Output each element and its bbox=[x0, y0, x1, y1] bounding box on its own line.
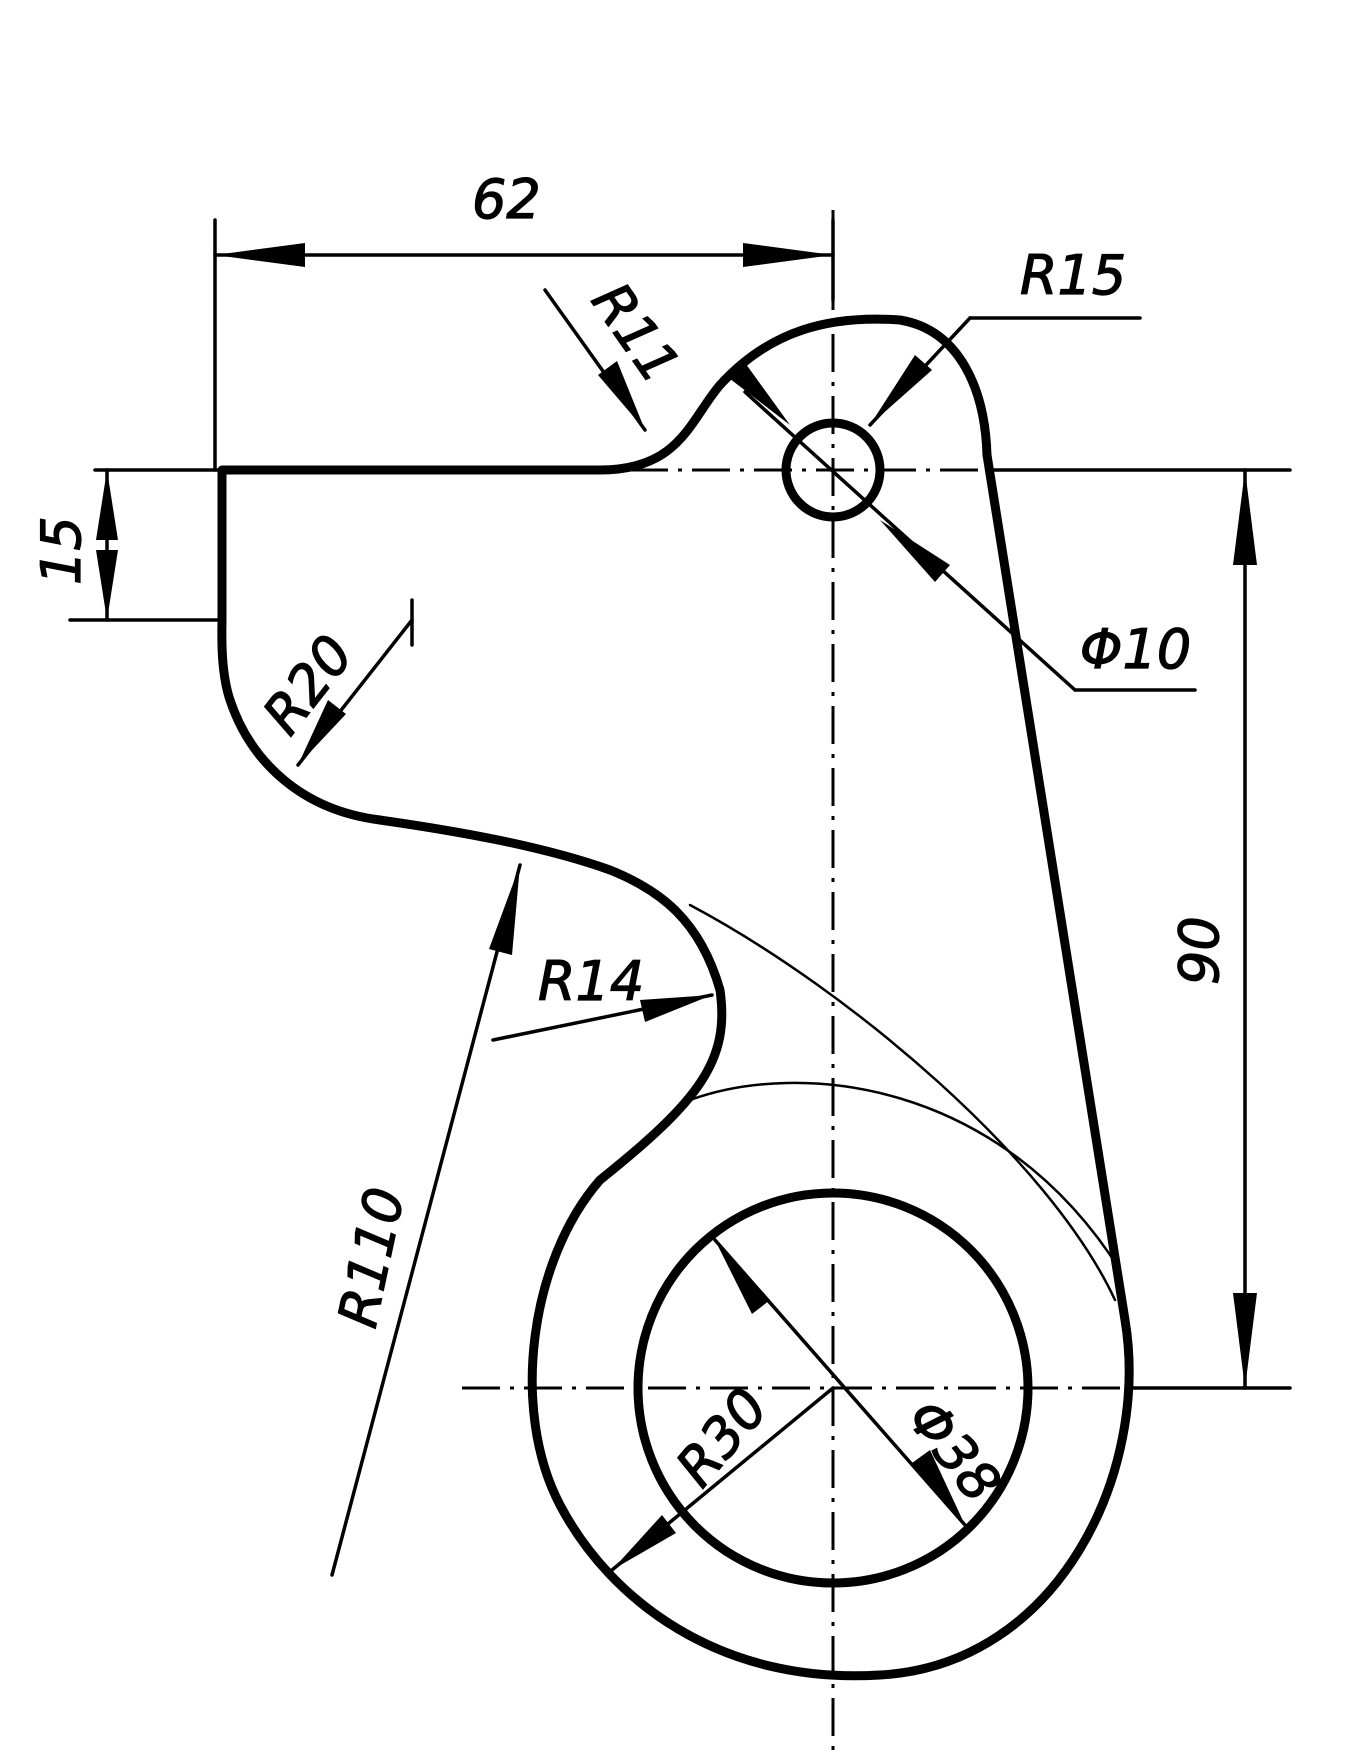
dim-62-label: 62 bbox=[472, 168, 541, 231]
dim-d38-arrow-bottom bbox=[912, 1450, 965, 1525]
dim-d38-arrow-top bbox=[715, 1240, 770, 1314]
dim-d10-arrow-out bbox=[880, 520, 950, 582]
dim-15-label: 15 bbox=[30, 516, 93, 585]
construction-arc-r30 bbox=[688, 1081, 1122, 1272]
dim-r14-arrow bbox=[640, 995, 712, 1022]
dim-r30-arrow bbox=[612, 1515, 676, 1570]
dim-r30-label: R30 bbox=[664, 1376, 781, 1498]
dim-r110-leader bbox=[330, 863, 522, 1577]
dim-15-arrow-bottom bbox=[96, 550, 118, 620]
dim-90-arrow-bottom bbox=[1233, 1293, 1257, 1388]
dim-62-arrow-left bbox=[215, 243, 305, 267]
dim-62-arrow-right bbox=[743, 243, 833, 267]
dim-r15-arrow bbox=[870, 355, 932, 425]
dim-d10-label: Φ10 bbox=[1080, 618, 1191, 681]
dim-r20-label: R20 bbox=[251, 624, 366, 747]
bore-d38 bbox=[633, 1188, 1033, 1588]
construction-arc-r110 bbox=[688, 903, 1117, 1302]
dim-r11-arrow bbox=[598, 361, 645, 430]
dim-r20-arrow bbox=[298, 700, 346, 765]
dim-90-arrow-top bbox=[1233, 470, 1257, 565]
dim-d10-arrow-in bbox=[725, 360, 790, 425]
dim-15-arrow-top bbox=[96, 470, 118, 540]
dim-r15-label: R15 bbox=[1020, 244, 1126, 307]
dim-r11-label: R11 bbox=[579, 271, 692, 394]
dim-r110-arrow bbox=[489, 865, 520, 955]
dim-r14-label: R14 bbox=[538, 950, 644, 1013]
hole-d10 bbox=[781, 418, 885, 522]
part-outline bbox=[217, 314, 1134, 1681]
dim-90-label: 90 bbox=[1168, 916, 1231, 985]
